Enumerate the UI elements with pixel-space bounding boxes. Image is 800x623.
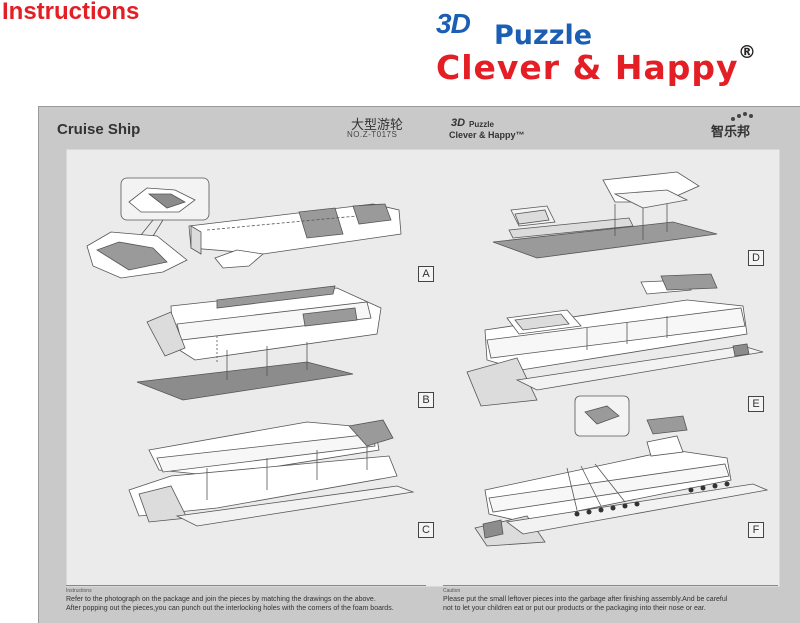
step-label-f: F [748, 522, 764, 538]
brand-puzzle-word: Puzzle [494, 20, 593, 51]
mini-brand-cn: 智乐邦 [711, 125, 751, 140]
instruction-sheet: Cruise Ship 大型游轮 NO.Z-T017S 3D Puzzle Cl… [38, 106, 800, 623]
footer-instructions-heading: Instructions [66, 588, 92, 594]
footer-instructions-line-1: Refer to the photograph on the package a… [66, 596, 376, 603]
step-b-drawing [136, 285, 382, 401]
step-label-b: B [418, 392, 434, 408]
mini-brand-logo: 3D Puzzle Clever & Happy™ [449, 117, 539, 143]
footer-caution-line-1: Please put the small leftover pieces int… [443, 596, 728, 603]
brand-3d-mark: 3D [436, 8, 471, 39]
step-d-drawing [492, 171, 718, 259]
brand-logo: 3D Puzzle Clever & Happy ® [436, 4, 756, 88]
registered-mark: ® [738, 42, 756, 63]
footer-instructions-line-2: After popping out the pieces,you can pun… [66, 605, 394, 612]
mini-tagline: Clever & Happy™ [449, 130, 525, 140]
page-title: Instructions [2, 0, 140, 25]
footer-instructions: Instructions Refer to the photograph on … [66, 587, 394, 613]
footer-caution: Caution Please put the small leftover pi… [443, 587, 727, 613]
step-label-e: E [748, 396, 764, 412]
footer-divider-left [66, 585, 426, 586]
model-number: NO.Z-T017S [347, 130, 398, 139]
model-name-cn: 大型游轮 [351, 118, 404, 133]
step-c-drawing [128, 419, 415, 527]
step-label-d: D [748, 250, 764, 266]
sheet-header: Cruise Ship 大型游轮 NO.Z-T017S 3D Puzzle Cl… [39, 107, 800, 147]
sheet-footer: Instructions Refer to the photograph on … [39, 585, 800, 623]
footer-caution-line-2: not to let your children eat or put our … [443, 605, 706, 612]
step-label-a: A [418, 266, 434, 282]
assembly-diagram [86, 171, 769, 547]
step-e-drawing [466, 273, 764, 407]
mini-logo-dots-icon [731, 112, 753, 121]
mini-puzzle-word: Puzzle [469, 120, 494, 129]
model-name: Cruise Ship [57, 121, 141, 138]
step-a-drawing [86, 177, 402, 279]
step-f-drawing [474, 395, 769, 547]
brand-tagline: Clever & Happy [436, 48, 739, 87]
mini-3d-mark: 3D [451, 117, 466, 129]
step-label-c: C [418, 522, 434, 538]
footer-divider-right [443, 585, 778, 586]
assembly-panel: A B C D E F [66, 149, 780, 587]
footer-caution-heading: Caution [443, 588, 461, 594]
